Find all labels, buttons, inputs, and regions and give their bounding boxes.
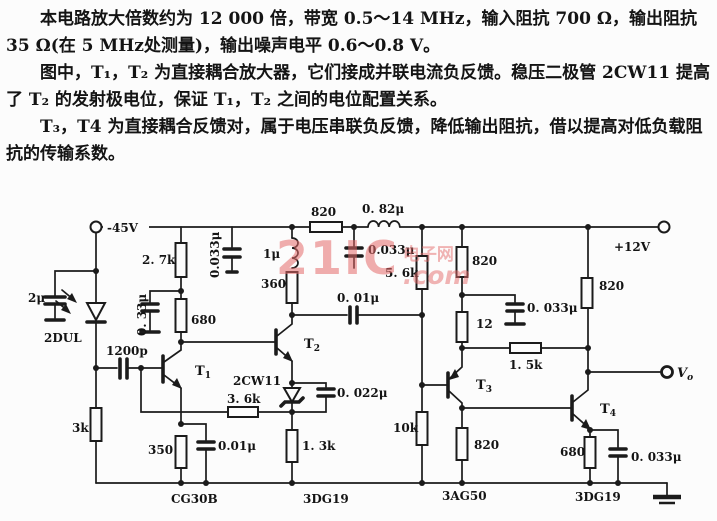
junction-dots: [93, 224, 621, 486]
resistor-1k3: [285, 411, 299, 484]
resistor-680-right-label: 680: [560, 445, 585, 459]
neg-supply-terminal: [89, 219, 149, 272]
resistor-820-top: [309, 221, 343, 233]
cap-033u-top: [344, 226, 364, 269]
resistor-680-left: [174, 298, 188, 343]
resistor-10k-label: 10k: [393, 421, 419, 435]
inductor-082u: [367, 220, 401, 228]
resistor-680-right: [583, 436, 597, 484]
description-text: 本电路放大倍数约为 12 000 倍，带宽 0.5～14 MHz，输入阻抗 70…: [0, 4, 717, 168]
resistor-2k7-label: 2. 7k: [142, 253, 176, 267]
paragraph-t3-t4: T₃，T4 为直接耦合反馈对，属于电压串联负反馈，降低输出阻抗，借以提高对低负载…: [6, 117, 703, 164]
cap-033u-right-label: 0. 033μ: [631, 450, 682, 464]
zener-label: 2CW11: [233, 374, 281, 388]
cap-033u-bypass-label: 0. 33μ: [135, 294, 149, 336]
resistor-820-t4-col: [580, 226, 594, 374]
t3-label: T3: [476, 378, 492, 395]
inductor-082u-label: 0. 82μ: [362, 202, 404, 216]
resistor-3k: [89, 367, 103, 484]
t4-type-label: 3DG19: [575, 490, 621, 504]
transistor-t4: [570, 372, 591, 438]
paragraph-specs: 本电路放大倍数约为 12 000 倍，带宽 0.5～14 MHz，输入阻抗 70…: [6, 9, 697, 56]
cap-0022u-label: 0. 022μ: [337, 386, 388, 400]
cap-033u-right: [589, 429, 628, 484]
resistor-680-left-label: 680: [191, 313, 216, 327]
cap-033u-mid: [461, 294, 526, 326]
cap-001u-coupling: [291, 305, 423, 325]
zener-2cw11: [279, 382, 305, 413]
resistor-3k-label: 3k: [72, 421, 89, 435]
vout-label: Vo: [677, 366, 693, 383]
resistor-1k5-label: 1. 5k: [509, 358, 543, 372]
resistor-10k: [415, 384, 429, 484]
cap-033u-mid-label: 0. 033μ: [527, 301, 578, 315]
resistor-820-top-label: 820: [311, 205, 336, 219]
cap-1200p: [95, 357, 164, 380]
resistor-820-t3-col-label: 820: [474, 438, 499, 452]
resistor-12: [455, 294, 469, 349]
t1-type-label: CG30B: [171, 492, 218, 506]
t3-type-label: 3AG50: [442, 489, 487, 503]
cap-033u-bypass: [139, 290, 182, 334]
pos-supply-label: +12V: [614, 240, 651, 254]
cap-033u-left-label: 0.033μ: [208, 231, 222, 278]
inductor-1u: [291, 226, 299, 269]
resistor-1k5: [461, 342, 589, 354]
cap-1200p-label: 1200p: [106, 344, 148, 358]
ground-symbol: [653, 482, 681, 505]
t1-label: T1: [195, 364, 211, 381]
cap-001u-left-label: 0.01μ: [218, 439, 256, 453]
t2-type-label: 3DG19: [303, 492, 349, 506]
resistor-3k6-label: 3. 6k: [227, 392, 261, 406]
resistor-5k6: [415, 226, 429, 386]
resistor-360-label: 360: [261, 277, 286, 291]
transistor-t2: [274, 314, 293, 384]
input-cap-2u: [43, 295, 67, 322]
resistor-820-t3-top: [455, 226, 469, 296]
resistor-820-t4-col-label: 820: [599, 279, 624, 293]
neg-supply-label: -45V: [107, 221, 139, 235]
feedback-resistor-3k6: [140, 367, 293, 418]
cap-2u-label: 2μ: [28, 291, 45, 305]
resistor-12-label: 12: [476, 317, 493, 331]
resistor-360: [285, 271, 299, 316]
cap-0022u: [291, 382, 336, 413]
t4-label: T4: [600, 402, 616, 419]
wire-to-input-cap: [54, 270, 97, 297]
resistor-5k6-label: 5. 6k: [385, 266, 419, 280]
resistor-350: [174, 435, 188, 484]
resistor-820-t3-col: [455, 407, 469, 484]
inductor-1u-label: 1μ: [263, 247, 280, 261]
cap-001u-coupling-label: 0. 01μ: [337, 291, 379, 305]
resistor-1k3-label: 1. 3k: [302, 439, 336, 453]
resistor-820-t3-top-label: 820: [472, 254, 497, 268]
cap-001u-left: [180, 423, 216, 484]
cap-033u-left: [222, 226, 242, 274]
transistor-t3: [446, 347, 463, 409]
photodiode-label: 2DUL: [44, 331, 82, 345]
paragraph-t1-t2: 图中，T₁，T₂ 为直接耦合放大器，它们接成并联电流负反馈。稳压二极管 2CW1…: [6, 63, 711, 110]
output-terminal: [587, 365, 674, 379]
pos-supply-terminal: [657, 220, 671, 234]
photodiode-2dul: [55, 270, 107, 369]
cap-033u-top-label: 0.033μ: [368, 243, 415, 257]
t2-label: T2: [304, 337, 320, 354]
resistor-2k7: [174, 226, 188, 300]
resistor-350-label: 350: [148, 443, 173, 457]
